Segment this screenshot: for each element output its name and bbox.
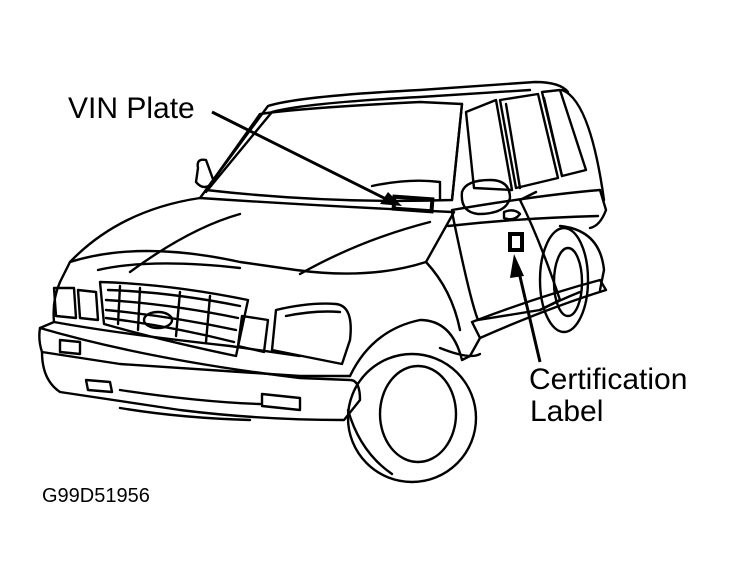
front-side-window: [464, 98, 514, 192]
rear-side-window-1: [498, 92, 560, 190]
running-board: [470, 278, 608, 340]
vin-plate-callout: VIN Plate: [68, 92, 195, 125]
fog-light-right: [260, 392, 302, 412]
headlight-right-inner: [236, 314, 270, 354]
fog-light-left: [84, 378, 114, 394]
roof-outline: [198, 80, 570, 200]
side-mirror-left: [194, 158, 216, 189]
vin-leader-line: [211, 110, 389, 202]
certification-label-callout-line1: Certification: [529, 363, 688, 396]
headlight-left-outer: [52, 286, 78, 320]
hood-front-edge: [68, 210, 456, 275]
headlight-right-outer: [270, 302, 352, 366]
front-bumper: [38, 326, 362, 422]
rear-wheel: [538, 226, 590, 334]
body-side-upper: [450, 188, 608, 230]
figure-code: G99D51956: [42, 485, 150, 507]
side-mirror-right: [460, 178, 512, 216]
rear-fender: [558, 224, 606, 292]
cert-arrowhead: [510, 254, 524, 278]
cert-leader-line: [516, 267, 542, 363]
hood-outline: [58, 196, 202, 284]
grille: [98, 280, 250, 358]
certification-label-marker: [508, 232, 524, 252]
vin-arrowhead: [380, 192, 402, 206]
door-handle: [502, 209, 522, 221]
grille-emblem: [142, 310, 174, 330]
body-side-line: [446, 214, 600, 228]
front-fender: [348, 318, 472, 378]
front-wheel: [346, 352, 478, 484]
rear-side-window-2: [540, 88, 588, 178]
windshield: [204, 100, 464, 203]
headlight-left-inner: [76, 288, 100, 322]
certification-label-callout-line2: Label: [530, 395, 604, 428]
